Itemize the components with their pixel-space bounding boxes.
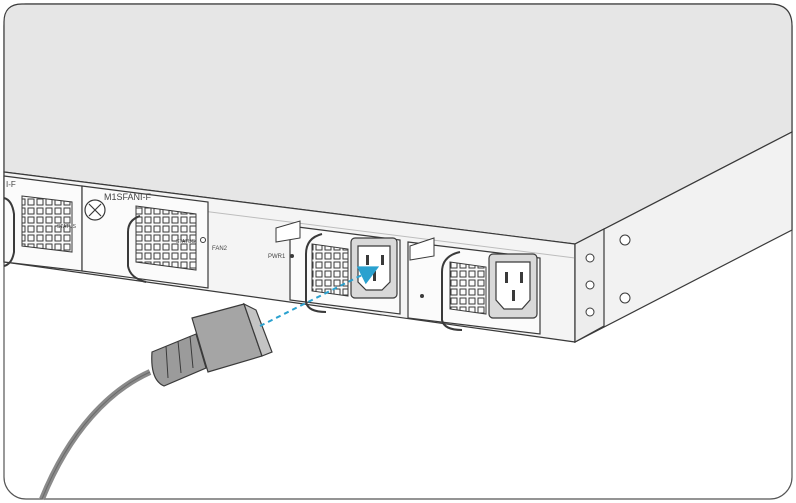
fan-module-name: M1SFANI-F (104, 192, 152, 202)
cord-strain-relief (151, 333, 207, 387)
dashed-arrow-icon (259, 266, 380, 327)
fan-handle-left (3, 197, 15, 267)
fan-handle-right (127, 215, 147, 283)
fan-grille-icon (311, 243, 349, 297)
fan-grille-icon (449, 261, 487, 315)
psu1-handle (305, 233, 327, 313)
fan-module-left-label: I-F (6, 180, 16, 189)
psu1-latch (275, 220, 301, 243)
power-supply-2 (407, 237, 541, 335)
fan-status-led (200, 237, 206, 243)
chassis-top (3, 3, 793, 245)
power-cord-icon (39, 302, 273, 501)
psu1-led (290, 254, 294, 258)
fan-grille-icon (135, 205, 197, 271)
fan-grille-icon (21, 195, 73, 253)
fan-module-left: I-F STATUS (3, 175, 83, 272)
psu2-led (420, 294, 424, 298)
fan-module-right: M1SFANI-F STATUS FAN2 (81, 185, 228, 289)
fan-right-status-label: STATUS (176, 239, 196, 245)
ear-hole-2 (585, 280, 595, 290)
power-slot-label: PWR1 (268, 254, 286, 260)
psu2-latch (409, 237, 435, 261)
ear-hole-3 (585, 307, 595, 317)
side-screw-2 (619, 292, 631, 304)
fan-left-status-label: STATUS (57, 224, 77, 230)
fan-slot-label: FAN2 (212, 246, 228, 252)
side-screw-1 (619, 234, 631, 246)
psu2-handle (441, 251, 463, 331)
ear-hole-1 (585, 253, 595, 263)
